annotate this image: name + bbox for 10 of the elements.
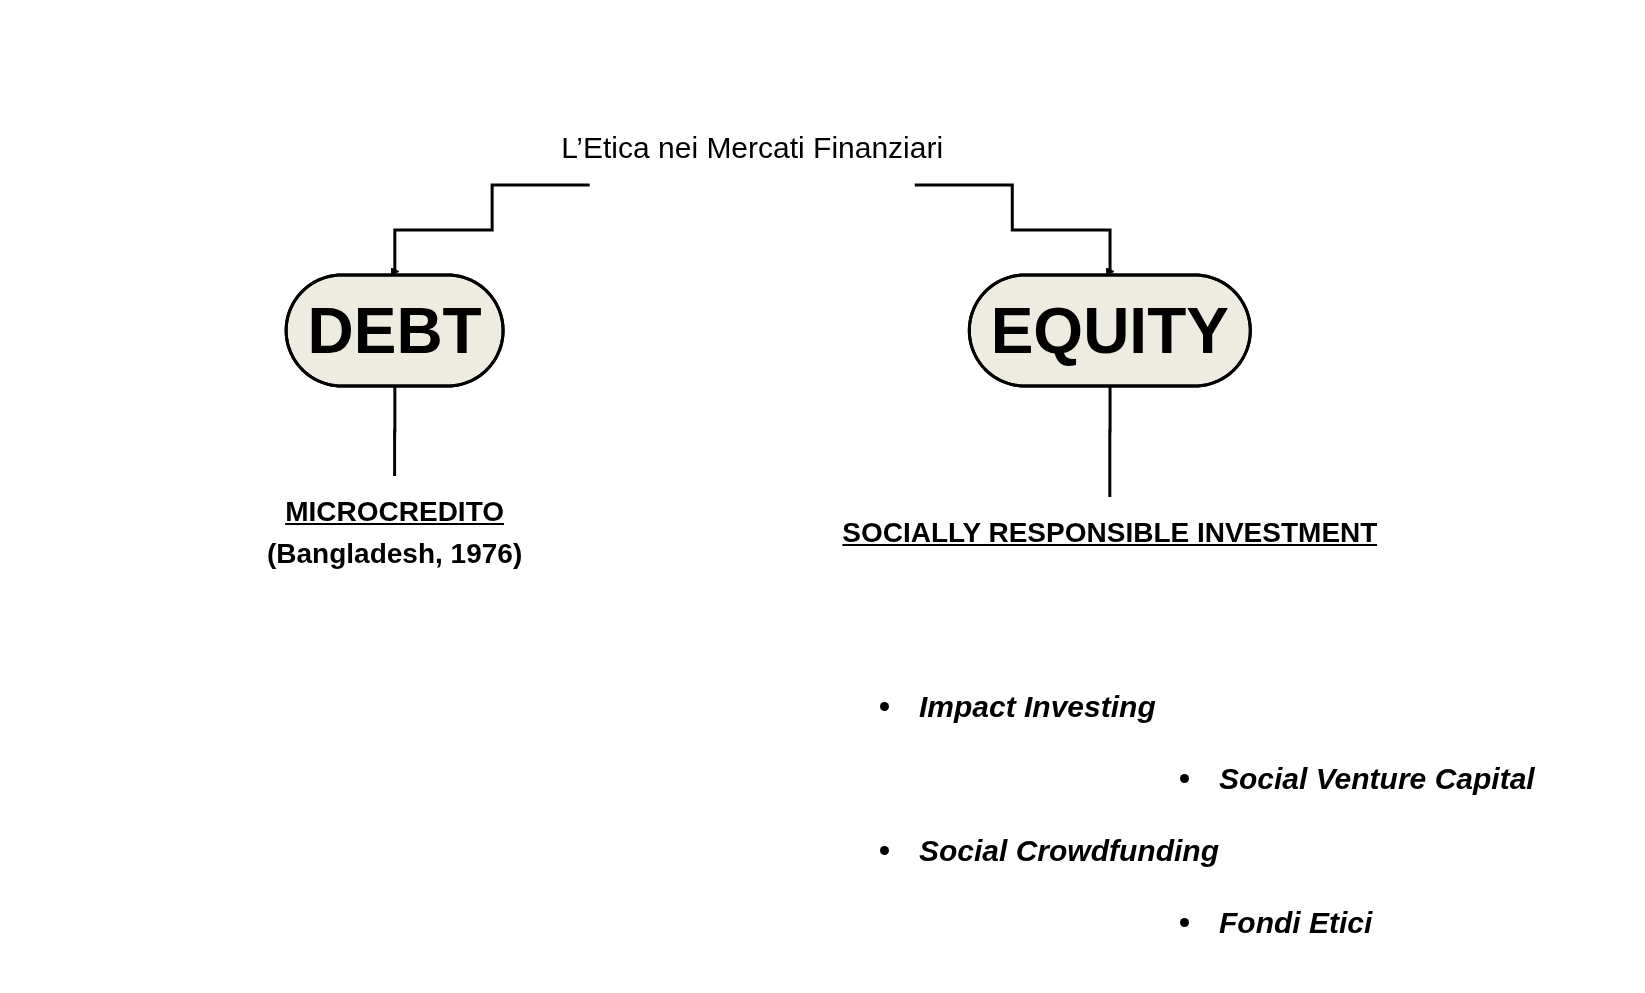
bullet-item: Fondi Etici	[1219, 906, 1373, 939]
node-text: L’Etica nei Mercati Finanziari	[561, 131, 944, 164]
bullet-item: Impact Investing	[919, 690, 1156, 723]
node-text: MICROCREDITO	[285, 496, 505, 527]
node-label: (Bangladesh, 1976)	[267, 538, 523, 569]
node-text: SOCIALLY RESPONSIBLE INVESTMENT	[842, 517, 1378, 548]
arrow	[390, 183, 590, 276]
arrow	[915, 183, 1115, 276]
bullet-item: Social Crowdfunding	[919, 834, 1219, 867]
bullet-item: Social Venture Capital	[1219, 762, 1535, 795]
